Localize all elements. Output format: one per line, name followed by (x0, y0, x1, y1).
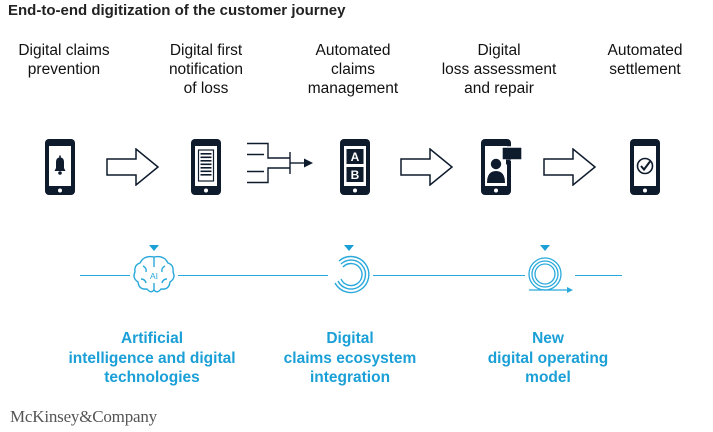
step-label-claims-prevention: Digital claims prevention (18, 42, 110, 78)
enabler-line (575, 275, 622, 276)
ai-icon-text: AI (150, 271, 158, 281)
operating-model-coil-icon (528, 245, 573, 293)
ai-brain-icon: AI (133, 245, 175, 293)
brand-logo: McKinsey&Company (10, 407, 157, 426)
step-label-loss-assessment: Digital loss assessment and repair (441, 42, 557, 97)
phone-ab-label-b: B (351, 168, 360, 182)
enabler-line (373, 275, 525, 276)
flow-arrow-icon (543, 148, 597, 186)
phone-ab-icon: A B (340, 139, 370, 195)
step-label-claims-management: Automated claims management (307, 42, 399, 97)
enabler-label-operating-model: New digital operating model (487, 330, 609, 386)
branching-flow-icon (247, 142, 313, 184)
ecosystem-rings-icon (334, 245, 370, 294)
enabler-line (178, 275, 328, 276)
phone-video-chat-icon (481, 139, 523, 195)
phone-checkmark-icon (630, 139, 660, 195)
enabler-line (80, 275, 130, 276)
phone-form-icon (191, 139, 221, 195)
page-title: End-to-end digitization of the customer … (8, 2, 346, 19)
phone-bell-icon (45, 139, 75, 195)
flow-arrow-icon (106, 148, 160, 186)
enabler-label-ecosystem: Digital claims ecosystem integration (283, 330, 417, 386)
step-label-settlement: Automated settlement (607, 42, 683, 78)
phone-ab-label-a: A (351, 150, 360, 164)
enabler-label-ai: Artificial intelligence and digital tech… (68, 330, 236, 386)
step-label-first-notification: Digital first notification of loss (168, 42, 244, 97)
flow-arrow-icon (400, 148, 454, 186)
